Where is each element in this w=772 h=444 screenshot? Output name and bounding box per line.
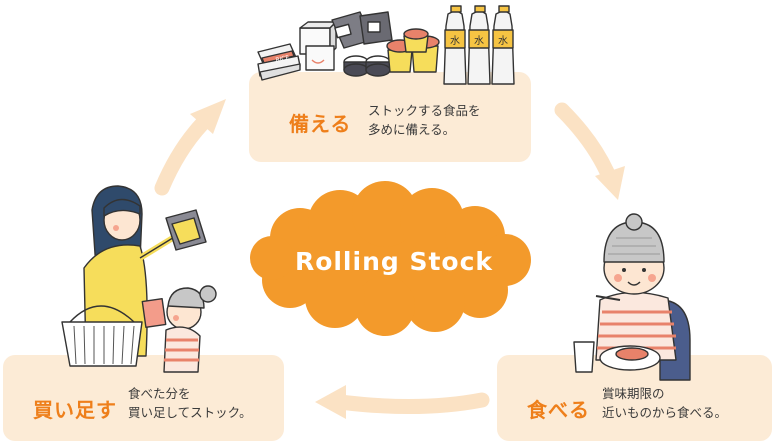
card-prepare-desc-line2: 多めに備える。	[368, 122, 456, 137]
spoon-icon	[595, 295, 621, 301]
arrow-head-left	[190, 99, 226, 134]
arrow-left	[154, 116, 210, 196]
glass-icon	[573, 341, 595, 373]
retort-pouch-icon	[331, 11, 393, 49]
water-bottle-icon	[443, 5, 515, 85]
card-prepare: 備える ストックする食品を 多めに備える。	[249, 72, 531, 162]
card-eat-title: 食べる	[527, 398, 590, 422]
card-prepare-desc: ストックする食品を 多めに備える。	[368, 101, 481, 139]
card-eat-desc-line1: 賞味期限の	[602, 386, 665, 401]
cup-food-icon	[386, 28, 440, 73]
card-eat-desc-line2: 近いものから食べる。	[602, 405, 728, 420]
card-restock-desc-line2: 買い足してストック。	[128, 405, 252, 420]
child-hair-left	[167, 287, 205, 309]
hat-pompom-icon	[625, 213, 643, 231]
cloud-label: Rolling Stock	[295, 247, 493, 276]
card-eat-desc: 賞味期限の 近いものから食べる。	[602, 384, 727, 422]
child-bun-icon	[199, 285, 217, 303]
card-prepare-desc-line1: ストックする食品を	[368, 103, 481, 118]
water-bottle-label-3: 水	[498, 35, 508, 47]
card-restock: 買い足す 食べた分を 買い足してストック。	[3, 355, 284, 441]
child-held-pack-icon	[141, 298, 167, 328]
arrow-head-top-right	[595, 166, 625, 200]
card-restock-desc: 食べた分を 買い足してストック。	[128, 384, 252, 422]
ration-box-icon	[299, 21, 337, 71]
water-bottle-label-1: 水	[450, 35, 460, 47]
arrow-head-bottom	[315, 385, 346, 419]
rice-pack-label: RICE	[275, 54, 290, 64]
card-prepare-title: 備える	[289, 112, 352, 136]
water-bottle-label-2: 水	[474, 35, 484, 47]
rice-pack-icon: RICE	[257, 43, 301, 81]
card-restock-desc-line1: 食べた分を	[128, 386, 191, 401]
arrow-bottom	[332, 392, 490, 415]
canned-food-icon	[343, 55, 391, 77]
card-restock-title: 買い足す	[33, 398, 117, 422]
mother-bangs	[103, 198, 141, 217]
arrow-top-right	[554, 102, 615, 180]
